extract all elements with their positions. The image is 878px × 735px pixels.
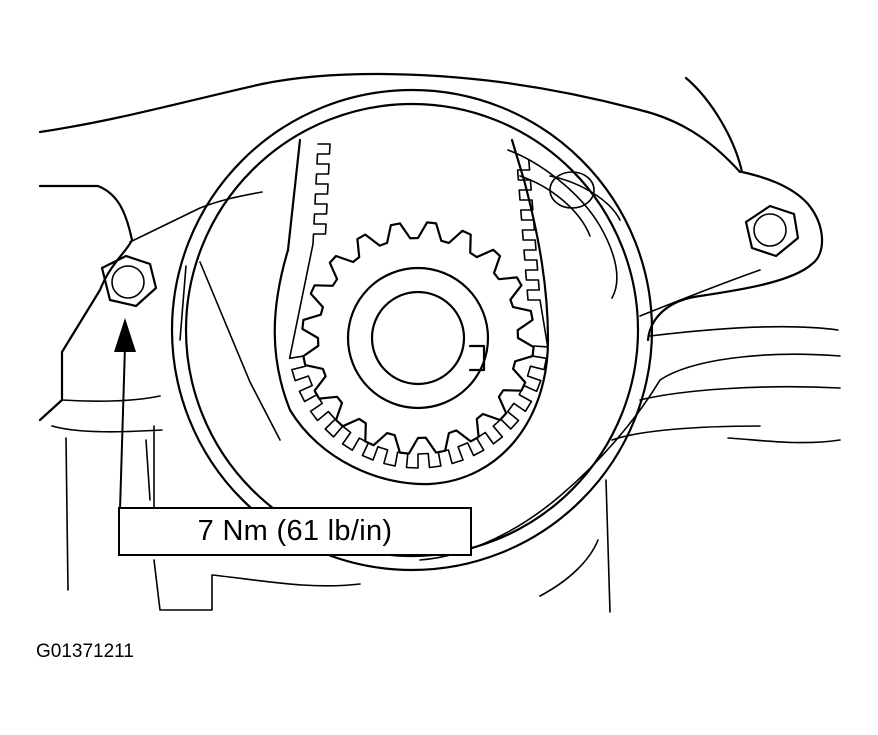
timing-cover-ring-inner — [184, 102, 640, 558]
callout-arrow — [114, 318, 136, 511]
timing-cover-ring-outer — [170, 88, 654, 572]
timing-belt — [273, 138, 550, 486]
woodruff-keyway — [468, 344, 486, 372]
lower-cover-lines — [153, 353, 841, 613]
torque-spec-callout: 7 Nm (61 lb/in) — [118, 507, 472, 556]
left-bracket — [129, 191, 281, 441]
timing-cover-bolt-left — [100, 254, 158, 308]
engine-cover-upper-edge — [38, 72, 742, 174]
sprocket-hub-outer — [346, 266, 490, 410]
belt-teeth — [288, 143, 549, 469]
tensioner-pulley — [549, 171, 595, 209]
left-housing-outline — [38, 184, 134, 422]
engine-cover-right-edge — [646, 76, 824, 342]
sprocket-teeth — [301, 221, 535, 455]
right-cover-lines — [639, 269, 839, 337]
left-housing-detail — [51, 395, 163, 591]
belt-outer-edge — [273, 138, 550, 486]
crankshaft-sprocket — [301, 221, 535, 455]
torque-spec-label: 7 Nm (61 lb/in) — [197, 515, 393, 547]
timing-cover-bolt-right — [744, 204, 800, 258]
sprocket-hub-inner — [370, 290, 466, 386]
tensioner-body — [507, 149, 621, 299]
figure-id-label: G01371211 — [36, 641, 134, 662]
